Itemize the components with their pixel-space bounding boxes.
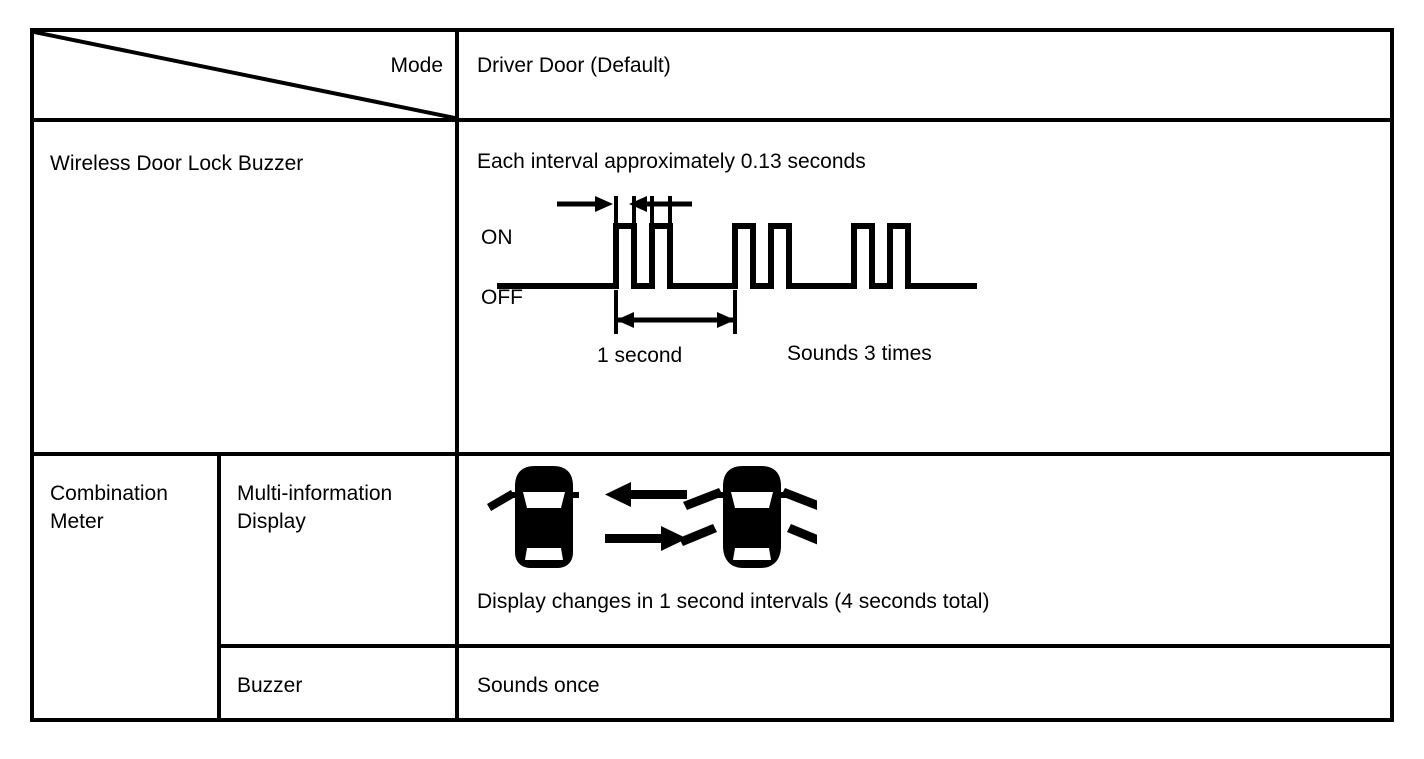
car-top-view-icon bbox=[487, 466, 579, 568]
buzzer-square-wave bbox=[497, 223, 977, 289]
header-value-cell: Driver Door (Default) bbox=[455, 32, 1390, 118]
display-animation-illustration bbox=[459, 456, 1390, 577]
header-corner-cell: Mode bbox=[34, 32, 455, 118]
one-second-label: 1 second bbox=[597, 344, 682, 367]
meter-buzzer-note: Sounds once bbox=[477, 674, 600, 697]
wireless-door-lock-buzzer-content-cell: Each interval approximately 0.13 seconds… bbox=[455, 122, 1390, 452]
combination-meter-label-cell: Combination Meter bbox=[34, 456, 217, 718]
meter-buzzer-content: Sounds once bbox=[455, 648, 1390, 718]
multi-information-display-label: Multi-information Display bbox=[217, 456, 455, 644]
wireless-door-lock-buzzer-label-cell: Wireless Door Lock Buzzer bbox=[34, 122, 455, 452]
buzzer-waveform-diagram: ON OFF bbox=[477, 182, 1017, 382]
multi-information-display-content: Display changes in 1 second intervals (4… bbox=[455, 456, 1390, 644]
sounds-3-times-label: Sounds 3 times bbox=[787, 342, 932, 365]
header-mode-label: Mode bbox=[390, 54, 443, 77]
interval-arrow-left bbox=[557, 196, 613, 212]
one-second-dimension bbox=[614, 290, 737, 334]
car-display-svg bbox=[487, 466, 825, 568]
diagonal-divider-icon bbox=[34, 32, 455, 118]
wireless-door-lock-buzzer-row: Wireless Door Lock Buzzer Each interval … bbox=[34, 122, 1390, 456]
arrow-right-icon bbox=[605, 526, 687, 551]
table-header-row: Mode Driver Door (Default) bbox=[34, 32, 1390, 122]
buzzer-content: Each interval approximately 0.13 seconds… bbox=[459, 122, 1390, 382]
combination-meter-subrows: Multi-information Display bbox=[217, 456, 1390, 718]
multi-information-display-row: Multi-information Display bbox=[217, 456, 1390, 648]
wireless-door-lock-buzzer-label: Wireless Door Lock Buzzer bbox=[50, 152, 304, 175]
interval-note: Each interval approximately 0.13 seconds bbox=[477, 150, 866, 173]
multi-information-display-note: Display changes in 1 second intervals (4… bbox=[477, 590, 990, 613]
waveform-svg: ON OFF bbox=[481, 196, 977, 367]
spec-table: Mode Driver Door (Default) Wireless Door… bbox=[30, 28, 1394, 722]
meter-buzzer-label: Buzzer bbox=[217, 648, 455, 718]
interval-tick-lines bbox=[614, 196, 672, 226]
interval-arrow-right bbox=[629, 196, 692, 212]
meter-buzzer-row: Buzzer Sounds once bbox=[217, 648, 1390, 718]
arrow-left-icon bbox=[605, 482, 687, 507]
waveform-on-label: ON bbox=[481, 226, 513, 249]
combination-meter-label: Combination Meter bbox=[50, 482, 168, 533]
combination-meter-row: Combination Meter Multi-information Disp… bbox=[34, 456, 1390, 718]
car-top-view-hazard-flashing-icon bbox=[679, 466, 825, 568]
waveform-off-label: OFF bbox=[481, 286, 523, 309]
header-mode-value: Driver Door (Default) bbox=[477, 54, 671, 77]
